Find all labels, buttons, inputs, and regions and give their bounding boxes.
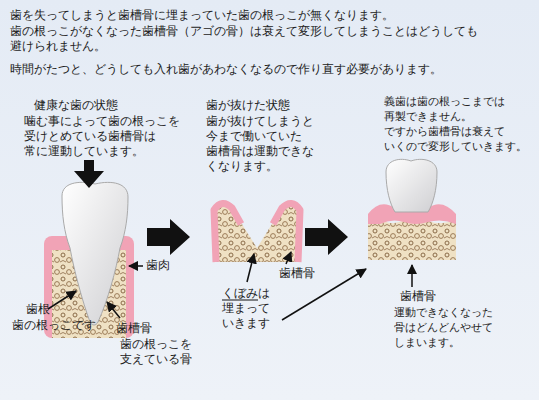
part-label: 歯肉 <box>146 258 182 273</box>
alveolar-bone <box>368 218 456 260</box>
leader-line <box>129 265 143 267</box>
healthy-tooth <box>44 160 143 338</box>
step-arrow <box>305 219 348 255</box>
leader-line <box>48 291 76 309</box>
part-label: 歯槽骨 <box>279 266 329 281</box>
section-heading: 歯が抜けた状態 <box>206 98 336 113</box>
note-text: 歯の根っこを 支えている骨 <box>120 337 200 367</box>
denture-tooth <box>386 159 437 212</box>
note-text: 噛む事によって歯の根っこを 受けとめている歯槽骨は 常に運動しています。 <box>24 114 189 159</box>
intro-text: 時間がたつと、どうしても入れ歯があわなくなるので作り直す必要があります。 <box>10 62 530 77</box>
note-text: 運動できなくなった 骨はどんどんやせて しまいます。 <box>394 305 498 350</box>
leader-line <box>247 254 254 282</box>
gum <box>273 203 300 262</box>
note-text: 義歯は歯の根っこまでは 再製できません。 ですから歯槽骨は衰えて いくので変形し… <box>384 94 532 154</box>
intro-text: 歯を失ってしまうと歯槽骨に埋まっていた歯の根っこが無くなります。 <box>10 8 530 23</box>
gum <box>214 203 241 262</box>
leader-line <box>286 252 291 264</box>
leader-line <box>107 302 120 318</box>
part-label: 歯槽骨 <box>116 321 166 336</box>
part-label: 歯根 <box>26 302 62 317</box>
bite-arrow <box>74 160 104 188</box>
note-text: くぼみは 埋まって いきます <box>222 286 274 331</box>
alveolar-bone <box>214 203 300 262</box>
step-arrow <box>147 219 190 255</box>
note-text: 歯の根っこです <box>12 318 112 333</box>
part-label: 歯槽骨 <box>400 289 450 304</box>
leader-line <box>411 265 413 287</box>
tooth <box>62 182 128 325</box>
denture <box>368 159 456 287</box>
note-text: 歯が抜けてしまうと 今まで働いていた 歯槽骨は運動できな くなります。 <box>206 114 318 174</box>
intro-text: 歯の根っこがなくなった歯槽骨（アゴの骨）は衰えて変形してしまうことはどうしても … <box>10 24 485 54</box>
section-heading: 健康な歯の状態 <box>34 98 164 113</box>
